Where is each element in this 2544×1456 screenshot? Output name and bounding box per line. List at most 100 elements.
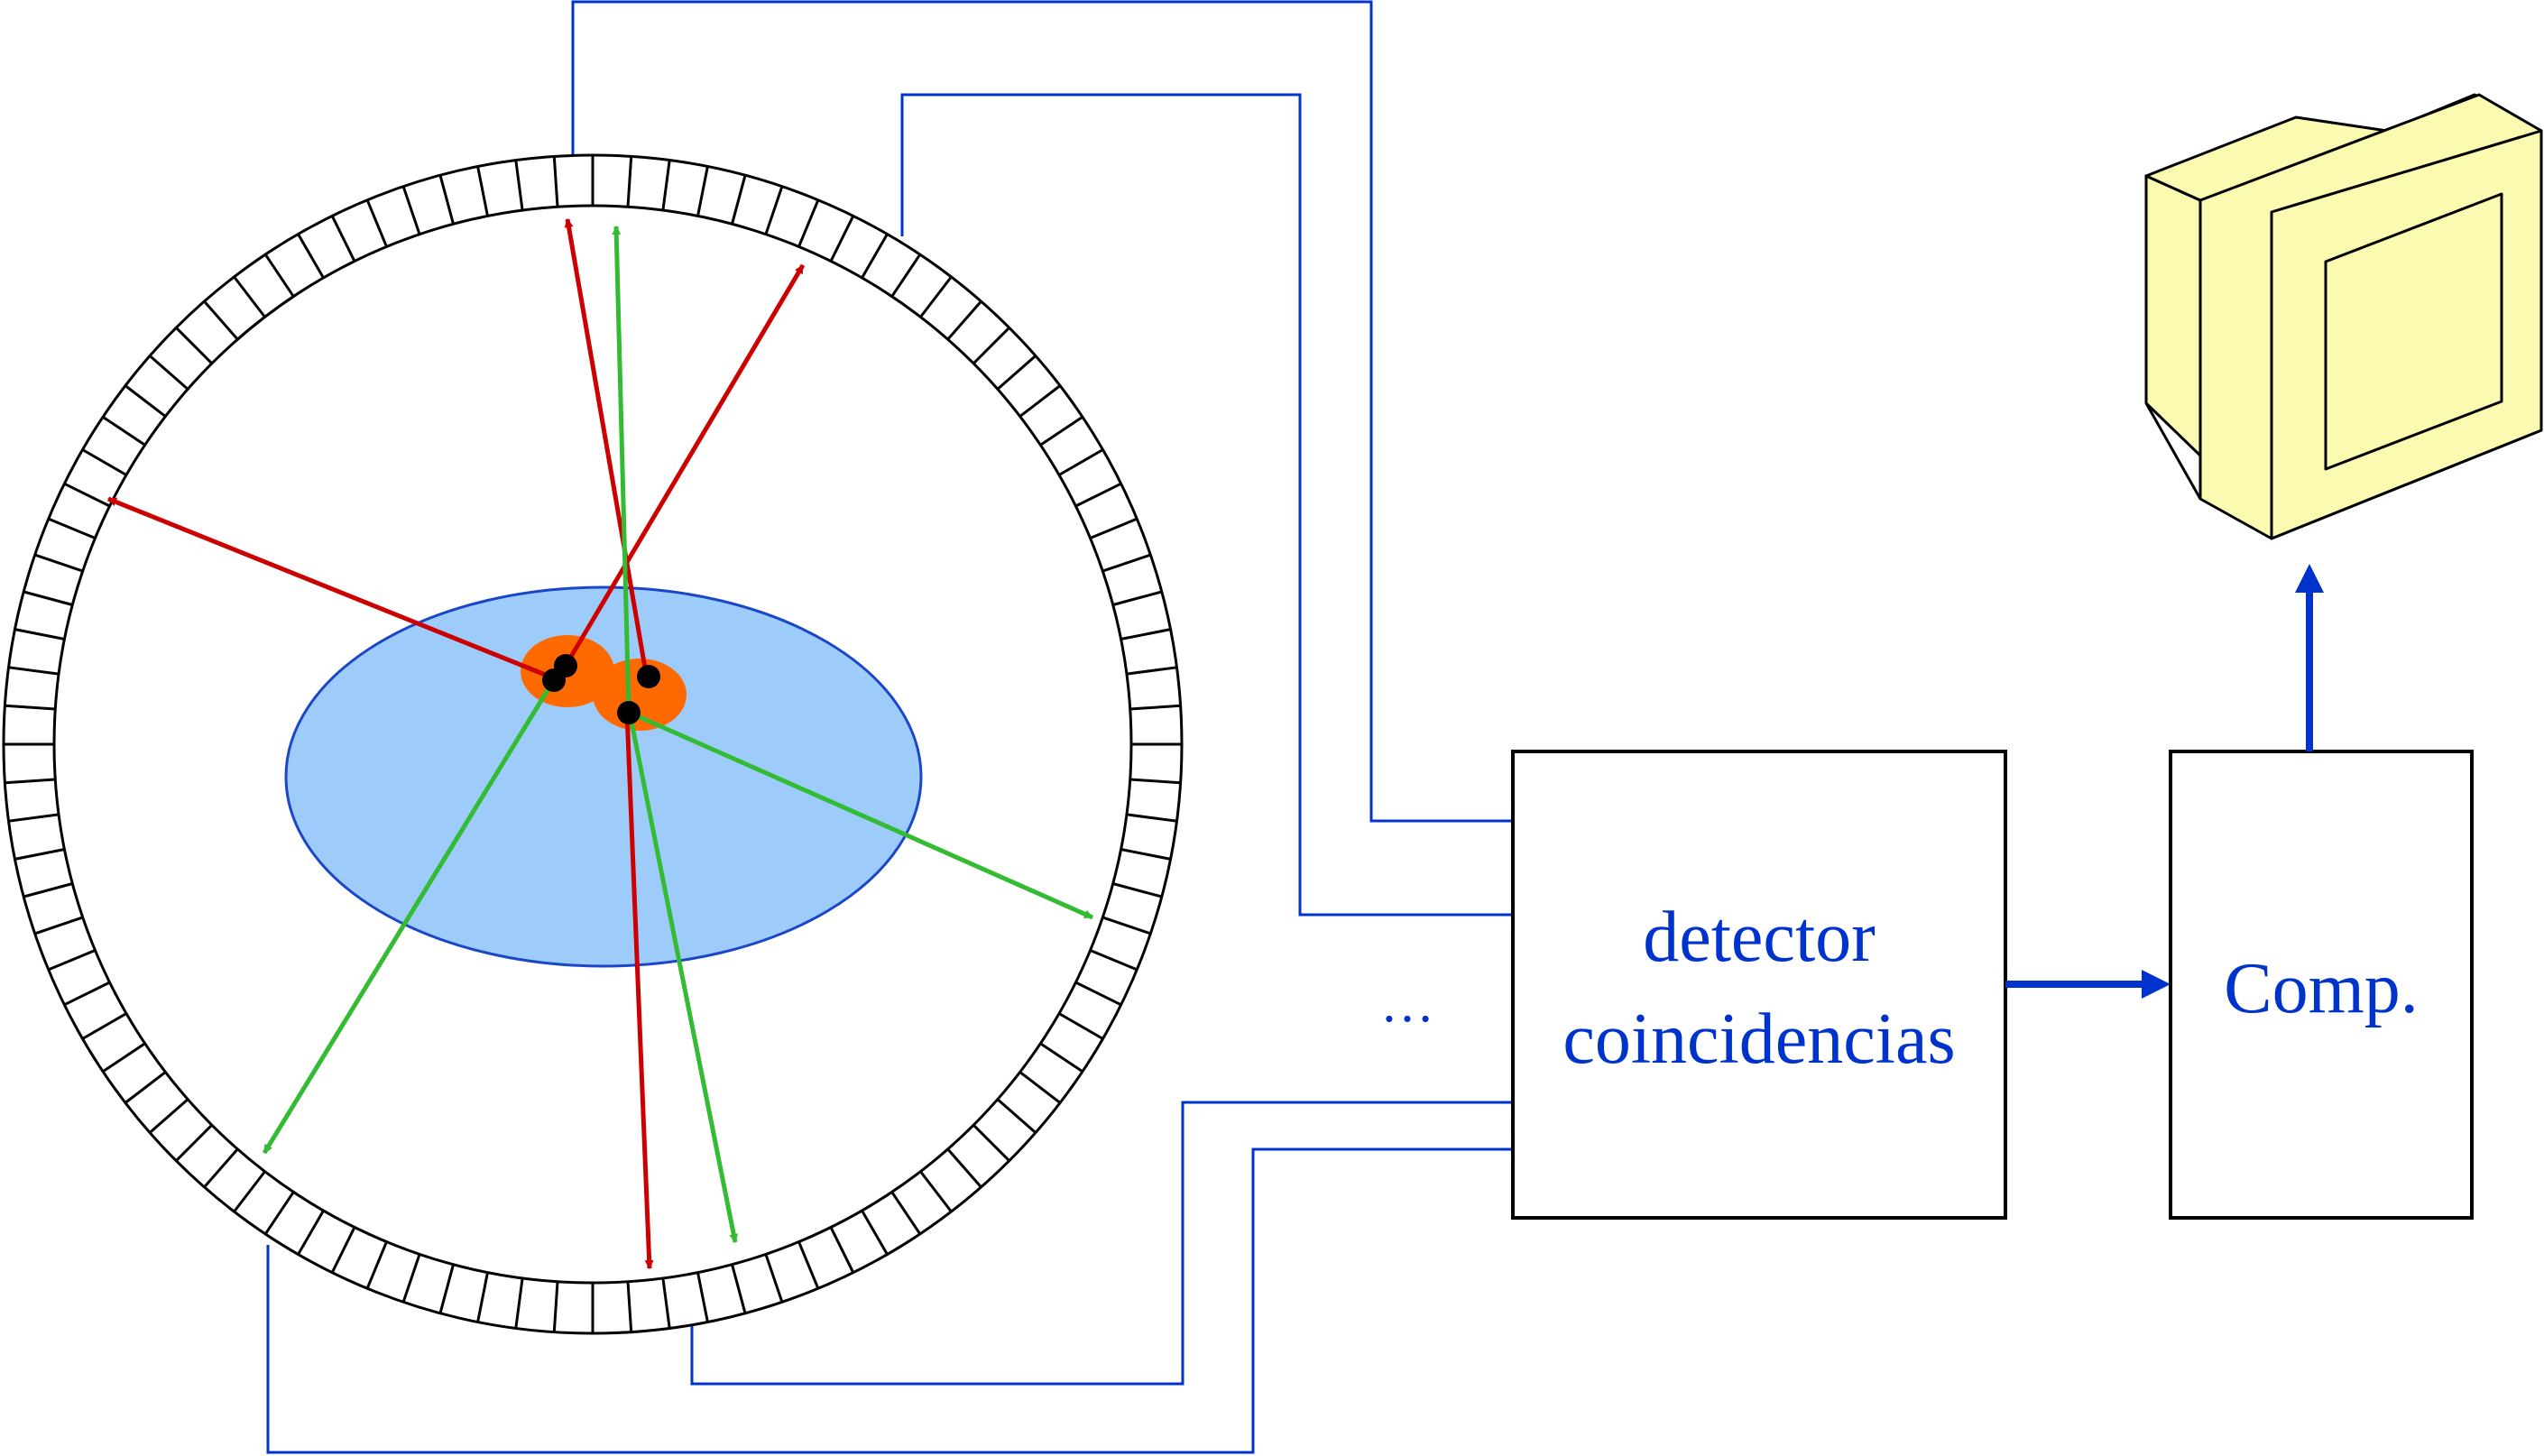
detector-segment-divider xyxy=(972,327,1010,364)
computer-box: Comp. xyxy=(2169,750,2474,1220)
detector-segment-divider xyxy=(829,215,855,263)
detector-segment-divider xyxy=(34,916,84,935)
photon-red-3a xyxy=(564,218,650,679)
detector-segment-divider xyxy=(124,384,167,418)
detector-segment-divider xyxy=(401,1253,421,1303)
detector-segment-divider xyxy=(23,882,73,898)
photon-red-4a xyxy=(624,712,654,1269)
detector-segment-divider xyxy=(233,1170,266,1213)
detector-segment-divider xyxy=(476,166,489,217)
detector-segment-divider xyxy=(48,517,96,539)
detector-segment-divider xyxy=(890,1191,922,1235)
detector-segment-divider xyxy=(5,704,56,711)
signal-wires xyxy=(266,0,1513,1454)
detector-segment-divider xyxy=(919,275,953,318)
detector-segment-divider xyxy=(797,1241,820,1289)
detector-segment-divider xyxy=(34,553,84,573)
monitor-left-side xyxy=(2144,174,2202,457)
detector-segment-divider xyxy=(102,415,146,447)
photon-green-2a xyxy=(612,226,631,713)
monitor-screen xyxy=(2324,192,2503,471)
detector-segment-divider xyxy=(1120,848,1171,861)
detector-segment-divider xyxy=(1039,1042,1083,1074)
detector-segment-divider xyxy=(890,253,922,298)
annihilation-points xyxy=(542,654,660,724)
detector-segment-divider xyxy=(919,1170,953,1213)
wire-top-inner xyxy=(900,93,1513,917)
annihilation-point xyxy=(617,701,641,724)
detector-segment-divider xyxy=(438,174,455,225)
detector-segment-divider xyxy=(1120,628,1171,640)
detector-segment-divider xyxy=(1112,590,1163,606)
detector-segment-divider xyxy=(476,1272,489,1322)
detector-segment-divider xyxy=(829,1226,855,1274)
detector-segment-divider xyxy=(203,1147,239,1188)
detector-segment-divider xyxy=(149,1098,189,1134)
detector-segment-divider xyxy=(552,1281,559,1332)
detector-segment-divider xyxy=(14,848,65,861)
coincidence-box-line2: coincidencias xyxy=(1562,1000,1955,1079)
detector-segment-divider xyxy=(1039,415,1083,447)
detector-segment-divider xyxy=(661,1277,671,1329)
detector-segment-divider xyxy=(626,156,633,207)
coincidence-box-frame xyxy=(1511,750,2007,1220)
detector-segment-divider xyxy=(63,981,111,1007)
detector-segment-divider xyxy=(1058,1012,1104,1040)
detector-segment-divider xyxy=(1112,882,1163,898)
detector-segment-divider xyxy=(861,233,889,279)
detector-segment-divider xyxy=(175,327,213,364)
photon-lines xyxy=(107,218,1094,1269)
detector-segment-divider xyxy=(1090,949,1138,972)
detector-segment-divider xyxy=(263,1191,295,1235)
detector-segment-divider xyxy=(330,1226,356,1274)
detector-segment-divider xyxy=(81,1012,127,1040)
detector-segment-divider xyxy=(1126,813,1177,823)
detector-segment-divider xyxy=(365,1241,388,1289)
detector-segment-divider xyxy=(23,590,73,606)
detector-segment-divider xyxy=(514,160,524,211)
crt-monitor-icon xyxy=(2144,93,2543,540)
monitor-edge xyxy=(2144,402,2202,500)
detector-segment-divider xyxy=(1019,1071,1062,1104)
detector-segment-divider xyxy=(972,1124,1010,1162)
detector-segment-divider xyxy=(14,628,65,640)
detector-segment-divider xyxy=(552,156,559,207)
detector-segment-divider xyxy=(946,1147,982,1188)
detector-segment-divider xyxy=(124,1071,167,1104)
detector-segment-divider xyxy=(1129,704,1181,711)
computer-box-label: Comp. xyxy=(2224,949,2419,1028)
detector-segment-divider xyxy=(996,1098,1037,1134)
patient-body xyxy=(284,585,923,968)
detector-segment-divider xyxy=(1074,981,1122,1007)
photon-green-1a xyxy=(262,677,558,1155)
detector-segment-divider xyxy=(696,1272,709,1322)
detector-segment-divider xyxy=(175,1124,213,1162)
wire-bottom-outer xyxy=(266,1147,1513,1454)
flow-arrow-to-computer xyxy=(2005,970,2171,999)
annihilation-point xyxy=(542,668,566,692)
flow-arrow-to-monitor xyxy=(2295,564,2324,751)
ellipsis-label: … xyxy=(1380,973,1434,1033)
detector-segment-divider xyxy=(63,482,111,508)
detector-segment-divider xyxy=(731,174,747,225)
coincidence-box-line1: detector xyxy=(1643,898,1876,977)
detector-segment-divider xyxy=(438,1264,455,1314)
detector-segment-divider xyxy=(297,233,325,279)
detector-segment-divider xyxy=(48,949,96,972)
detector-segment-divider xyxy=(8,813,60,823)
detector-segment-divider xyxy=(365,199,388,247)
annihilation-point xyxy=(637,665,660,688)
tracer-source-right xyxy=(593,659,687,731)
detector-segment-divider xyxy=(1090,517,1138,539)
detector-segment-divider xyxy=(661,160,671,211)
detector-segment-divider xyxy=(696,166,709,217)
photon-green-3a xyxy=(627,712,739,1243)
detector-segment-divider xyxy=(263,253,295,298)
detector-segment-divider xyxy=(1101,916,1151,935)
detector-segment-divider xyxy=(764,1253,784,1303)
detector-segment-divider xyxy=(8,666,60,676)
detector-segment-divider xyxy=(1126,666,1177,676)
detector-segments xyxy=(4,155,1182,1333)
detector-segment-divider xyxy=(861,1210,889,1256)
